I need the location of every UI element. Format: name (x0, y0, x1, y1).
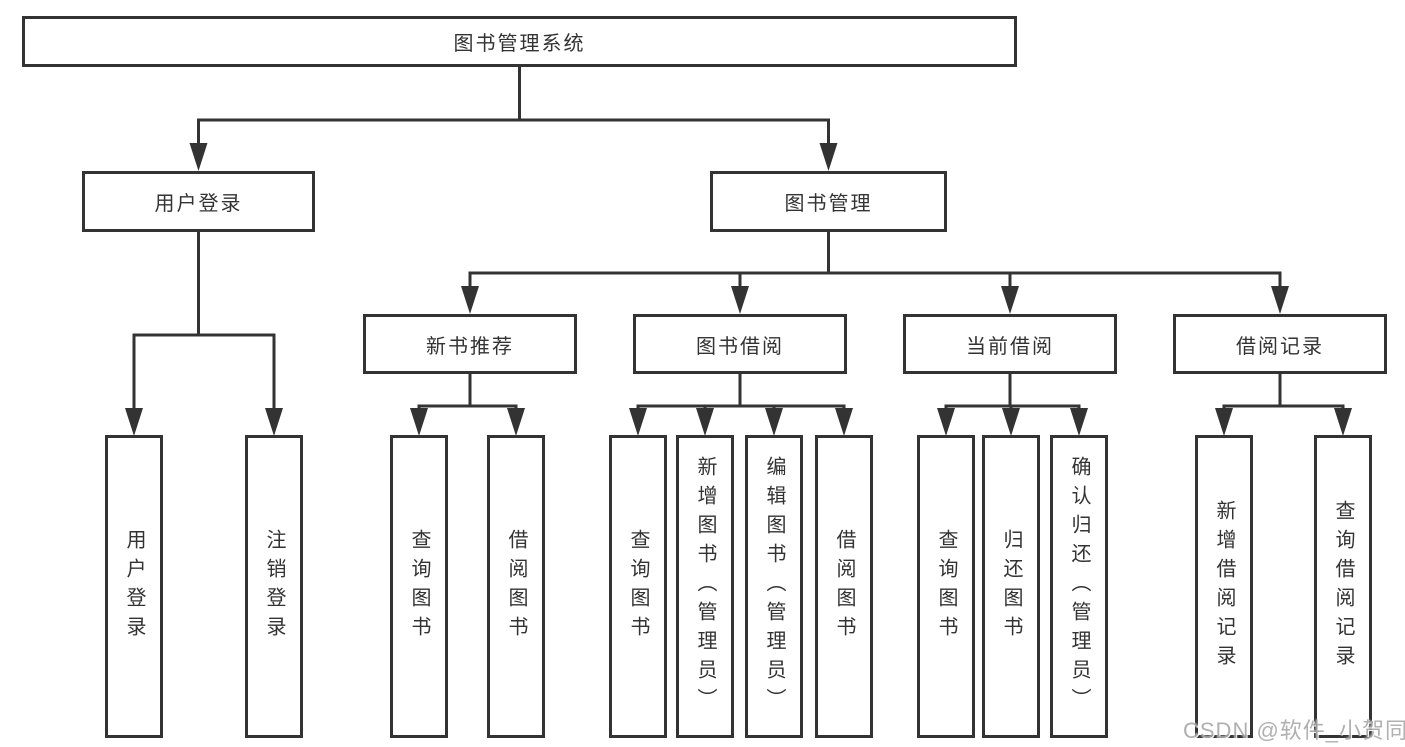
node-borrowing-records: 借阅记录 (1173, 314, 1387, 374)
node-query-books-recommend-label: 查询图书 (408, 528, 430, 645)
node-logout: 注销登录 (245, 435, 303, 738)
node-query-books-recommend: 查询图书 (390, 435, 448, 738)
node-new-book-recommend-label: 新书推荐 (426, 335, 514, 358)
node-logout-label: 注销登录 (263, 528, 285, 645)
node-return-book: 归还图书 (982, 435, 1040, 738)
node-add-book-admin: 新增图书（管理员） (676, 435, 734, 738)
node-edit-book-admin: 编辑图书（管理员） (745, 435, 803, 738)
node-book-borrowing: 图书借阅 (633, 314, 847, 374)
node-borrow-books-borrowing: 借阅图书 (815, 435, 873, 738)
node-user-login-branch-label: 用户登录 (154, 193, 243, 215)
node-new-book-recommend: 新书推荐 (363, 314, 577, 374)
node-query-borrow-record-label: 查询借阅记录 (1332, 499, 1354, 674)
node-book-management-branch-label: 图书管理 (784, 193, 873, 215)
node-user-login-leaf: 用户登录 (105, 435, 163, 738)
node-edit-book-admin-label: 编辑图书（管理员） (763, 456, 785, 717)
node-return-book-label: 归还图书 (1000, 528, 1022, 645)
node-borrow-books-borrowing-label: 借阅图书 (833, 528, 855, 645)
node-query-books-current-label: 查询图书 (935, 528, 957, 645)
csdn-watermark: CSDN @软件_小贺同学 (1183, 718, 1405, 743)
node-query-books-borrowing: 查询图书 (609, 435, 667, 738)
node-current-borrowing-label: 当前借阅 (966, 335, 1054, 358)
node-borrowing-records-label: 借阅记录 (1236, 335, 1324, 358)
node-add-borrow-record-label: 新增借阅记录 (1213, 499, 1235, 674)
node-query-books-current: 查询图书 (917, 435, 975, 738)
node-root-library-system: 图书管理系统 (22, 16, 1017, 67)
node-root-label: 图书管理系统 (453, 33, 586, 55)
node-add-book-admin-label: 新增图书（管理员） (694, 456, 716, 717)
node-book-borrowing-label: 图书借阅 (696, 335, 784, 358)
node-current-borrowing: 当前借阅 (903, 314, 1117, 374)
node-user-login-branch: 用户登录 (82, 171, 315, 232)
node-add-borrow-record: 新增借阅记录 (1195, 435, 1253, 738)
node-confirm-return-admin-label: 确认归还（管理员） (1068, 456, 1090, 717)
node-book-management-branch: 图书管理 (710, 171, 947, 232)
node-query-borrow-record: 查询借阅记录 (1314, 435, 1372, 738)
node-confirm-return-admin: 确认归还（管理员） (1050, 435, 1108, 738)
node-borrow-books-recommend-label: 借阅图书 (505, 528, 527, 645)
node-borrow-books-recommend: 借阅图书 (487, 435, 545, 738)
node-user-login-leaf-label: 用户登录 (123, 528, 145, 645)
arrowhead-group (125, 143, 1352, 436)
node-query-books-borrowing-label: 查询图书 (627, 528, 649, 645)
